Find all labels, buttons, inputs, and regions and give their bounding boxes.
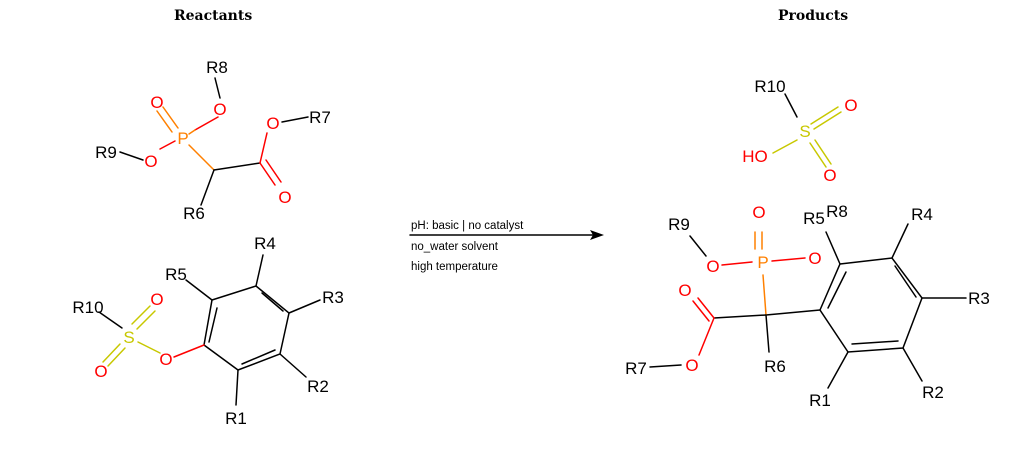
p2-label-r5: R5 bbox=[803, 209, 825, 228]
r2-label-r2: R2 bbox=[307, 377, 329, 396]
p1-label-ho: HO bbox=[742, 147, 768, 166]
reaction-arrow bbox=[409, 230, 604, 240]
reactants-header: Reactants bbox=[174, 8, 253, 24]
r2-label-r4: R4 bbox=[254, 234, 276, 253]
p2-label-r9: R9 bbox=[668, 215, 690, 234]
p2-label-o: O bbox=[808, 249, 821, 268]
r1-label-r7: R7 bbox=[309, 108, 331, 127]
r2-label-o: O bbox=[150, 290, 163, 309]
p2-label-r2: R2 bbox=[922, 383, 944, 402]
p2-label-o: O bbox=[685, 356, 698, 375]
r1-label-o: O bbox=[144, 152, 157, 171]
r1-label-o: O bbox=[278, 188, 291, 207]
condition-temperature: high temperature bbox=[411, 261, 498, 273]
r1-label-o: O bbox=[266, 114, 279, 133]
p2-label-r8: R8 bbox=[826, 202, 848, 221]
reactant-aryl-sulfonate bbox=[98, 254, 321, 406]
p1-label-o: O bbox=[844, 96, 857, 115]
p1-label-s: S bbox=[799, 122, 810, 141]
r1-label-o: O bbox=[150, 93, 163, 112]
r1-label-p: P bbox=[177, 129, 188, 148]
r2-label-o: O bbox=[94, 362, 107, 381]
p2-label-r7: R7 bbox=[625, 359, 647, 378]
r2-label-o: O bbox=[159, 350, 172, 369]
r1-label-o: O bbox=[213, 100, 226, 119]
p2-label-o: O bbox=[678, 281, 691, 300]
product-sulfonic-acid bbox=[772, 93, 842, 168]
condition-solvent: no_water solvent bbox=[411, 241, 499, 253]
r1-label-r9: R9 bbox=[95, 143, 117, 162]
r1-label-r8: R8 bbox=[206, 58, 228, 77]
p2-label-r3: R3 bbox=[968, 289, 990, 308]
r2-label-r10: R10 bbox=[72, 298, 103, 317]
p2-label-r1: R1 bbox=[809, 391, 831, 410]
p2-label-r6: R6 bbox=[764, 357, 786, 376]
r2-label-r1: R1 bbox=[225, 409, 247, 428]
p1-label-o: O bbox=[823, 166, 836, 185]
r2-label-s: S bbox=[123, 328, 134, 347]
condition-ph: pH: basic | no catalyst bbox=[411, 220, 524, 232]
r2-label-r5: R5 bbox=[165, 265, 187, 284]
p2-label-o: O bbox=[752, 203, 765, 222]
product-aryl-phosphonoacetate bbox=[649, 223, 967, 389]
p2-label-p: P bbox=[757, 253, 768, 272]
p2-label-r4: R4 bbox=[911, 205, 933, 224]
r2-label-r3: R3 bbox=[322, 288, 344, 307]
reactant-phosphonoacetate bbox=[119, 77, 309, 206]
p1-label-r10: R10 bbox=[754, 77, 785, 96]
r1-label-r6: R6 bbox=[183, 204, 205, 223]
products-header: Products bbox=[778, 8, 849, 24]
p2-label-o: O bbox=[706, 257, 719, 276]
